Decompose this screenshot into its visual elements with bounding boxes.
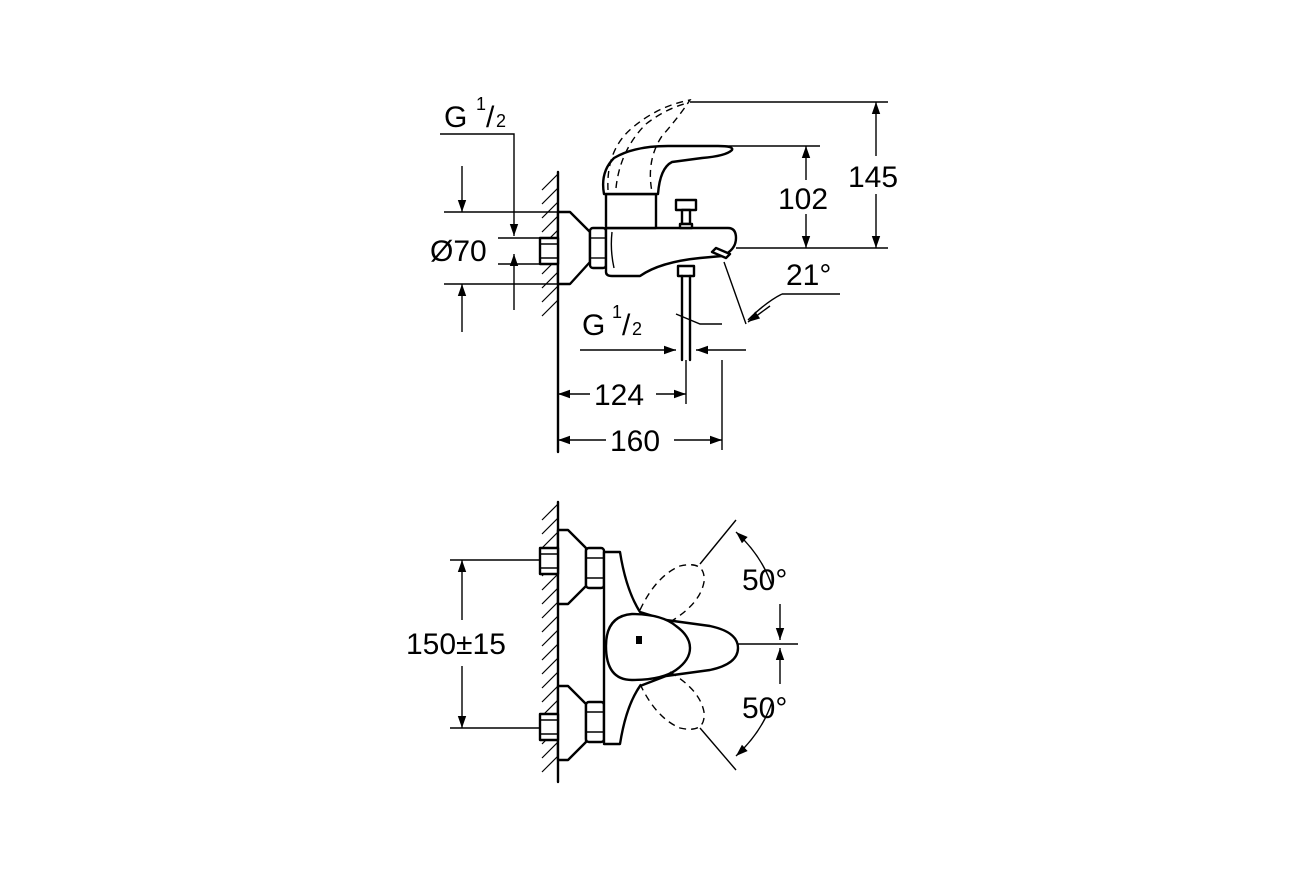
wall-hatch-line	[541, 685, 559, 703]
inlet-nut-side	[538, 236, 560, 266]
wall-hatch-line	[541, 201, 559, 219]
flange-front-lower	[556, 684, 588, 762]
wall-hatch-line	[541, 629, 559, 647]
thread-bottom-slash: /	[622, 309, 631, 342]
depth-total-label: 160	[610, 425, 660, 458]
thread-bottom-den: 2	[632, 319, 642, 339]
wall-hatch-line	[541, 299, 559, 317]
lever-raised-side	[607, 99, 692, 193]
wall-hatch-line	[541, 615, 559, 633]
wall-hatch-line	[541, 503, 559, 521]
wall-hatch-line	[541, 215, 559, 233]
handle-up-position	[639, 564, 705, 623]
wall-hatch-line	[541, 573, 559, 591]
cartridge-housing-side	[604, 192, 658, 230]
wall-hatch-line	[541, 643, 559, 661]
union-nut-front-upper	[584, 546, 606, 590]
wall-hatch-line	[541, 671, 559, 689]
wall-hatch-line	[541, 271, 559, 289]
union-nut-front-lower	[584, 700, 606, 744]
wall-hatch-line	[541, 187, 559, 205]
wall-hatch-line	[541, 741, 559, 759]
handle-front	[604, 612, 692, 682]
diameter-label: Ø70	[430, 235, 487, 268]
wall-hatch-line	[541, 755, 559, 773]
height-total-label: 145	[848, 161, 898, 194]
union-nut-side	[588, 226, 608, 270]
angle-spout-label: 21°	[786, 259, 831, 292]
inlet-nut-front-upper	[538, 546, 560, 576]
side-view: G 1 / 2 Ø70 102 145 21° G 1 / 2 124 160	[430, 94, 898, 458]
lever-side	[601, 144, 734, 196]
depth-inlet-label: 124	[594, 379, 644, 412]
indicator-red-blue	[636, 636, 642, 644]
front-view: 150±15 50° 50°	[406, 500, 798, 784]
thread-bottom-num: 1	[612, 302, 622, 322]
thread-top-label: G	[444, 101, 467, 134]
inlet-nut-front-lower	[538, 712, 560, 742]
thread-top-num: 1	[476, 94, 486, 114]
wall-hatch-line	[541, 587, 559, 605]
wall-hatch-line	[541, 285, 559, 303]
thread-top-den: 2	[496, 111, 506, 131]
thread-top-slash: /	[486, 101, 495, 134]
angle-down-label: 50°	[742, 692, 787, 725]
wall-hatch-line	[541, 657, 559, 675]
handle-down-position	[639, 671, 705, 730]
wall-side	[541, 170, 560, 454]
diverter-knob-side	[674, 198, 698, 230]
wall-hatch-line	[541, 531, 559, 549]
flange-front-upper	[556, 528, 588, 606]
mixer-body-side	[604, 226, 738, 278]
wall-hatch-line	[541, 601, 559, 619]
wall-hatch-line	[541, 173, 559, 191]
height-lever-label: 102	[778, 183, 828, 216]
centre-distance-label: 150±15	[406, 628, 506, 661]
shower-outlet-side	[676, 264, 696, 362]
wall-hatch-line	[541, 517, 559, 535]
angle-up-label: 50°	[742, 564, 787, 597]
flange-side	[556, 210, 592, 286]
spout-outlet-side	[710, 246, 732, 260]
thread-bottom-label: G	[582, 309, 605, 342]
